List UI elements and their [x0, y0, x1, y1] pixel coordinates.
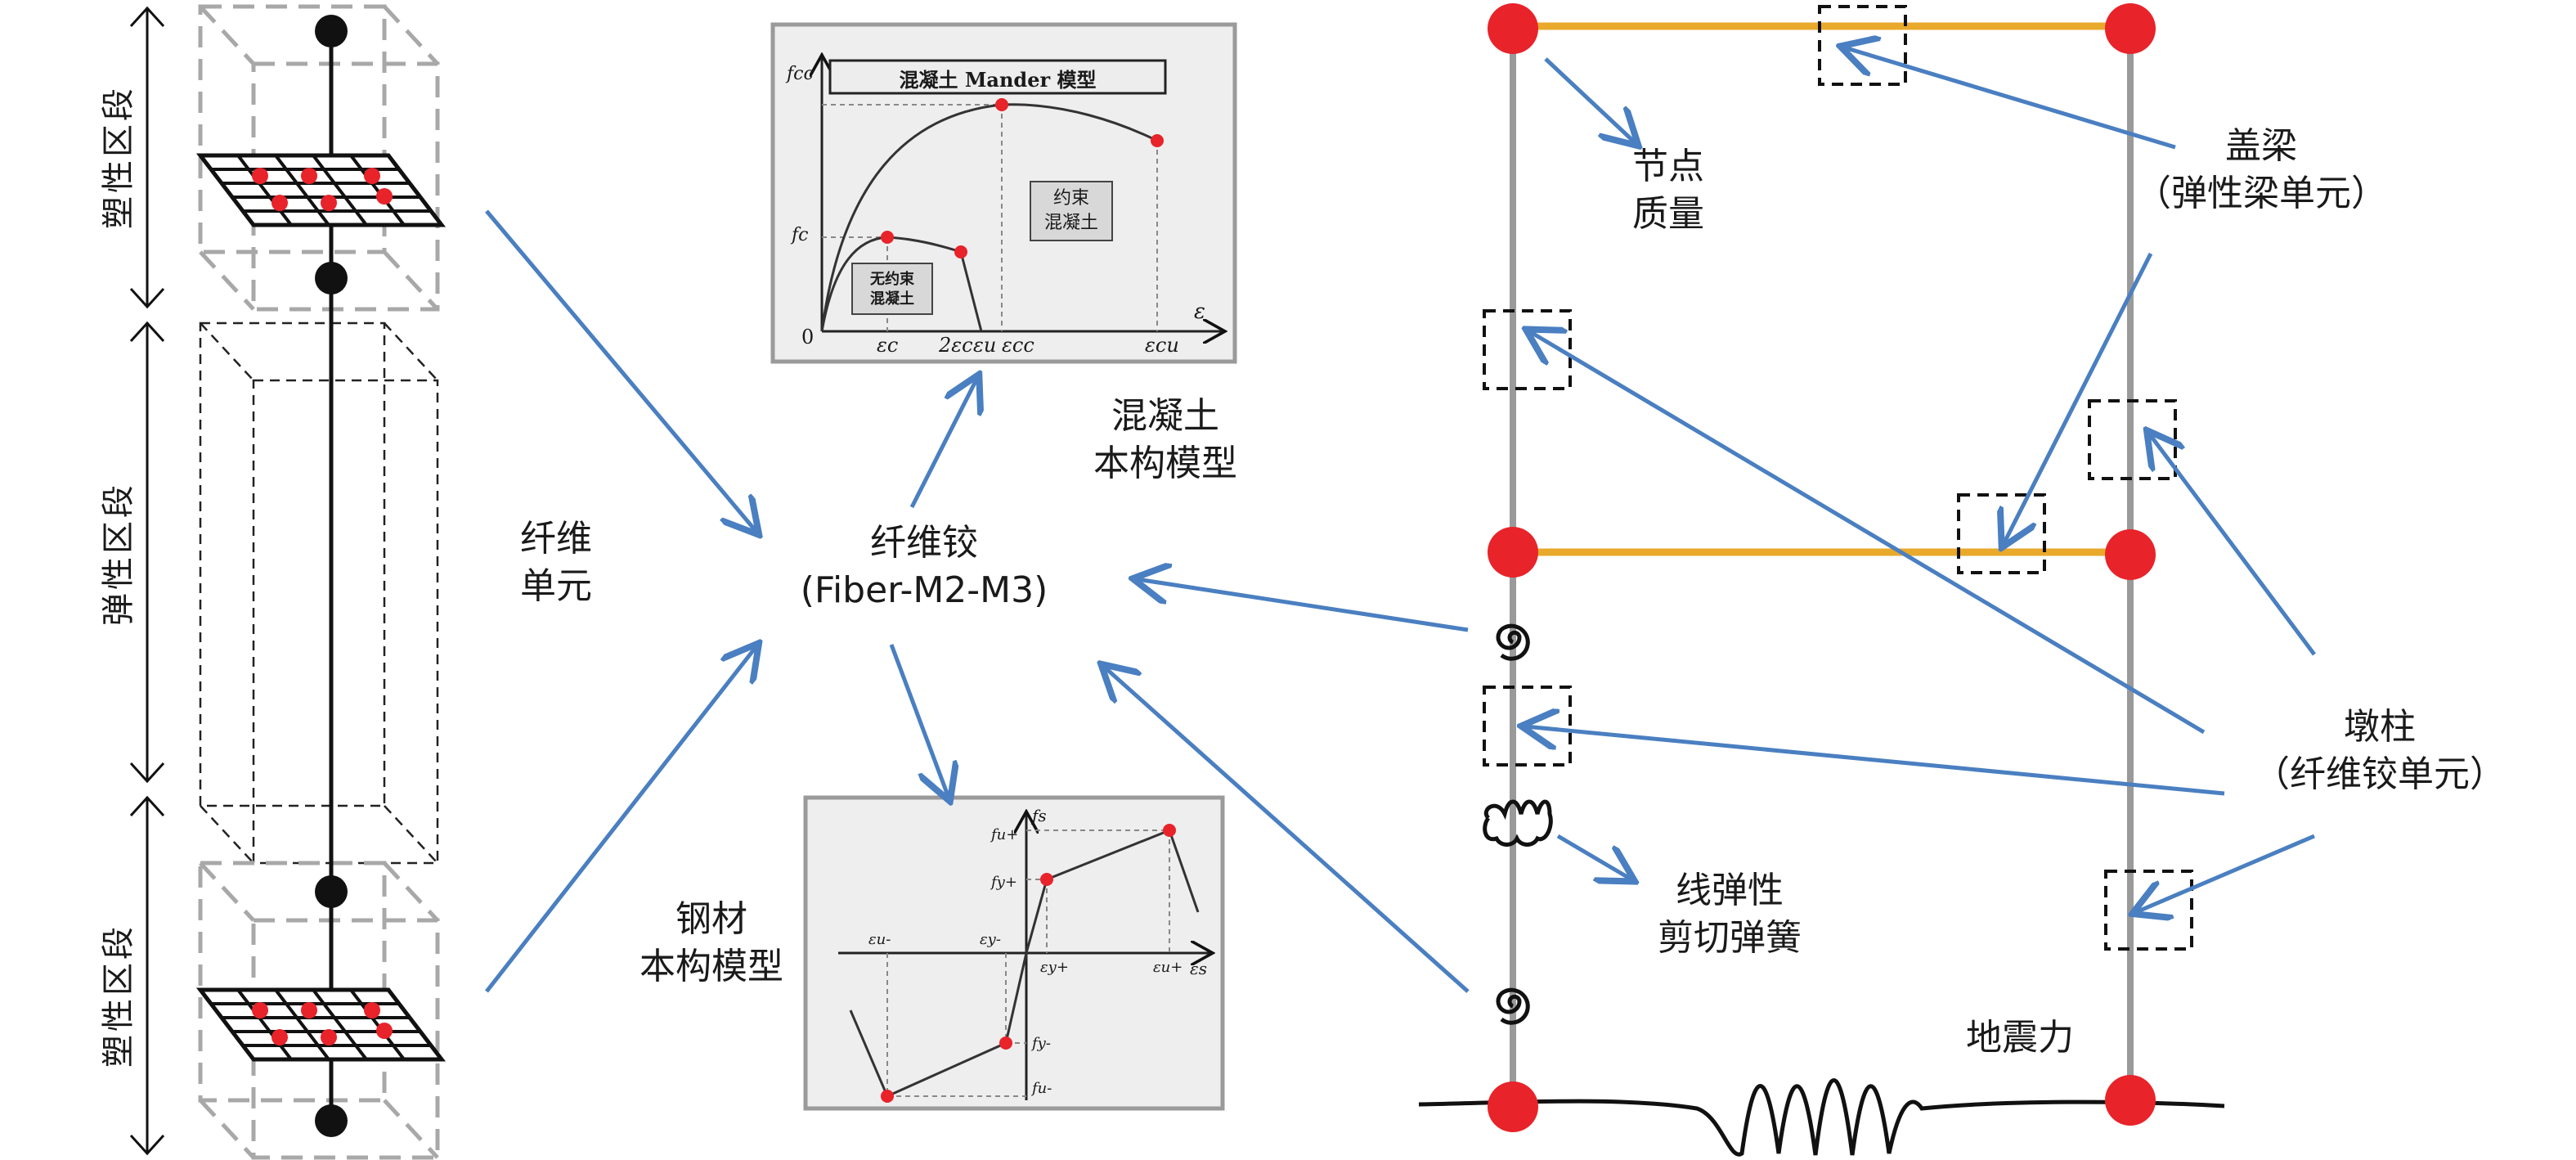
cap-beam-label: 盖梁 （弹性梁单元）: [2122, 123, 2400, 218]
shear-spring-label: 线弹性 剪切弹簧: [1636, 867, 1824, 962]
plastic-segment-top-label: 塑性区段: [100, 85, 137, 229]
ground-seismic-line: [1418, 1078, 2225, 1157]
unconfined-concrete-label: 无约束 混凝土: [854, 270, 931, 309]
concrete-model-line2: 本构模型: [1093, 443, 1237, 484]
node-mass-line1: 节点: [1632, 146, 1704, 187]
segment-dimension-arrows: [129, 6, 165, 1156]
cap-beam-line2: （弹性梁单元）: [2135, 173, 2387, 214]
elastic-segment-label: 弹性区段: [100, 482, 137, 626]
bridge-frame: [1418, 3, 2317, 1157]
element-nodes: [315, 15, 348, 1137]
unconfined-line1: 无约束: [870, 271, 914, 288]
rotational-spring-lower: [1496, 987, 1530, 1025]
steel-model-label: 钢材 本构模型: [630, 896, 793, 991]
steel-chart: [803, 795, 1225, 1111]
seismic-force-label: 地震力: [1966, 1017, 2074, 1059]
connector-arrows: [485, 209, 1470, 993]
cap-beam-line1: 盖梁: [2225, 125, 2297, 167]
unconfined-line2: 混凝土: [870, 290, 914, 308]
concrete-chart-title: 混凝土 Mander 模型: [899, 68, 1097, 92]
fiber-hinge-label: 纤维铰 (Fiber-M2-M3): [785, 519, 1063, 614]
node-mass-label: 节点 质量: [1623, 143, 1713, 238]
steel-label-eu-plus: εu+: [1153, 959, 1183, 976]
fiber-element-label: 纤维 单元: [503, 515, 609, 610]
plastic-segment-bottom-label: 塑性区段: [100, 924, 137, 1068]
steel-y-axis-label: fs: [1032, 806, 1047, 825]
pier-column-line2: （纤维铰单元）: [2254, 753, 2506, 795]
bottom-fiber-section: [195, 987, 447, 1062]
steel-label-ey-plus: εy+: [1040, 959, 1069, 976]
pier-column-label: 墩柱 （纤维铰单元）: [2224, 704, 2535, 798]
steel-label-ey-minus: εy-: [980, 931, 1001, 948]
shear-spring-coil: [1483, 799, 1553, 847]
steel-x-axis-label: εs: [1190, 959, 1207, 978]
steel-model-line1: 钢材: [675, 898, 747, 940]
fiber-hinge-line2: (Fiber-M2-M3): [800, 569, 1048, 611]
concrete-x-tick-ec: εc: [877, 334, 899, 357]
rotational-spring-upper: [1496, 623, 1530, 661]
concrete-x-tick-eu: εu: [973, 334, 997, 357]
frame-nodes: [1488, 3, 2156, 1132]
shear-spring-line1: 线弹性: [1676, 870, 1784, 911]
confined-line1: 约束: [1052, 188, 1089, 209]
elastic-box: [199, 321, 439, 865]
concrete-mander-chart: [770, 22, 1237, 364]
steel-label-eu-minus: εu-: [868, 931, 891, 948]
node-mass-line2: 质量: [1632, 193, 1704, 235]
fiber-element-figure: [129, 4, 447, 1160]
pier-column-line1: 墩柱: [2344, 706, 2416, 748]
concrete-x-tick-ecc: εcc: [1002, 334, 1034, 357]
concrete-x-tick-2ec: 2εc: [939, 334, 973, 357]
confined-line2: 混凝土: [1043, 213, 1098, 233]
frame-arrows: [1525, 47, 2317, 912]
steel-label-fu-minus: fu-: [1032, 1080, 1052, 1097]
concrete-model-label: 混凝土 本构模型: [1079, 393, 1251, 488]
concrete-x-axis-label: ε: [1194, 299, 1205, 324]
fiber-element-line2: 单元: [520, 565, 592, 607]
steel-label-fy-plus: fy+: [991, 874, 1017, 891]
fiber-element-line1: 纤维: [520, 518, 592, 560]
concrete-x-tick-ecu: εcu: [1145, 334, 1179, 357]
concrete-y-mid-label: fc: [792, 225, 809, 245]
steel-model-line2: 本构模型: [640, 946, 783, 987]
fiber-hinge-line1: 纤维铰: [870, 522, 978, 564]
steel-label-fy-minus: fy-: [1032, 1035, 1051, 1052]
confined-concrete-label: 约束 混凝土: [1032, 187, 1111, 236]
steel-label-fu-plus: fu+: [991, 826, 1019, 843]
shear-spring-line2: 剪切弹簧: [1658, 917, 1802, 959]
concrete-origin-label: 0: [801, 326, 815, 348]
concrete-y-top-label: fcc: [787, 64, 814, 84]
top-fiber-section: [195, 153, 447, 227]
concrete-model-line1: 混凝土: [1111, 395, 1219, 437]
